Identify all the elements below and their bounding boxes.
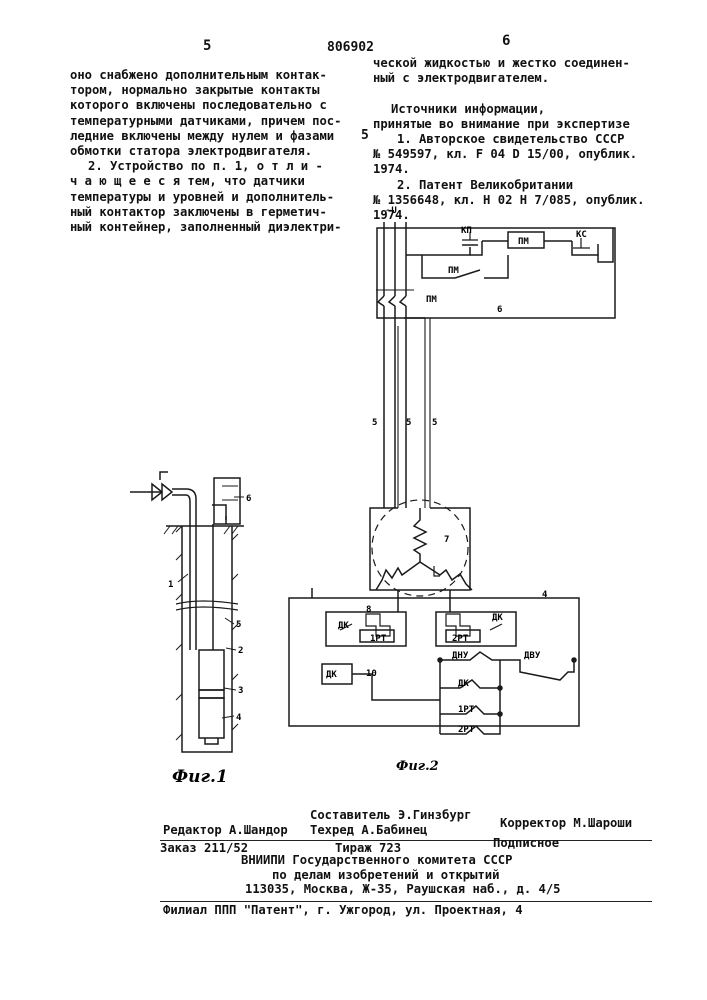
footer-rule-bottom — [160, 901, 652, 902]
fig1-label-4: 4 — [236, 713, 242, 723]
fig2-label-contact-1rt: 1РТ — [458, 705, 475, 715]
fig1-label-6: 6 — [246, 494, 251, 504]
fig2-label-pm-contact: ПМ — [448, 266, 459, 276]
fig2-label-contact-2rt: 2РТ — [458, 725, 475, 735]
footer-address: 113035, Москва, Ж-35, Раушская наб., д. … — [245, 882, 561, 897]
footer-subscription: Подписное — [493, 836, 559, 851]
fig2-label-10: 10 — [366, 669, 377, 679]
fig2-label-cable-a: 5 — [372, 418, 377, 428]
footer-org2: по делам изобретений и открытий — [272, 868, 499, 883]
fig1-label-2: 2 — [238, 646, 243, 656]
fig2-label-ks: КС — [576, 230, 587, 240]
fig2-label-pm-main: ПМ — [426, 295, 437, 305]
fig2-label-dk10: ДК — [326, 670, 337, 680]
fig2-label-pm: ПМ — [518, 237, 529, 247]
fig2-label-6: 6 — [497, 305, 502, 315]
footer-org1: ВНИИПИ Государственного комитета СССР — [241, 853, 513, 868]
fig2-label-dnu: ДНУ — [452, 651, 469, 661]
fig2-label-7: 7 — [444, 535, 449, 545]
footer-branch: Филиал ППП "Патент", г. Ужгород, ул. Про… — [163, 903, 523, 918]
footer-editor: Редактор А.Шандор — [163, 823, 288, 838]
fig2-label-dk-right: ДК — [492, 613, 503, 623]
fig2-label-4: 4 — [542, 590, 548, 600]
fig1-caption: Фиг.1 — [172, 767, 228, 787]
fig2-label-2rt: 2РТ — [452, 634, 469, 644]
fig1-drawing — [130, 472, 244, 752]
fig2-label-cable-c: 5 — [432, 418, 437, 428]
fig2-label-kp: КП — [461, 226, 472, 236]
footer-corrector: Корректор М.Шароши — [500, 816, 632, 831]
fig2-label-dk-left: ДК — [338, 621, 349, 631]
fig2-label-1rt: 1РТ — [370, 634, 387, 644]
fig2-label-contact-dk: ДК — [458, 679, 469, 689]
fig2-label-dvu: ДВУ — [524, 651, 541, 661]
footer-tech: Техред А.Бабинец — [310, 823, 427, 838]
footer-order: Заказ 211/52 — [160, 841, 248, 856]
fig2-supply: ~U — [386, 206, 397, 216]
fig1-label-5: 5 — [236, 620, 241, 630]
fig2-caption: Фиг.2 — [396, 759, 439, 774]
fig2-label-cable-b: 5 — [406, 418, 411, 428]
fig1-label-3: 3 — [238, 686, 243, 696]
footer-compiler: Составитель Э.Гинзбург — [310, 808, 471, 823]
fig2-label-8: 8 — [366, 605, 371, 615]
fig1-label-1: 1 — [168, 580, 173, 590]
